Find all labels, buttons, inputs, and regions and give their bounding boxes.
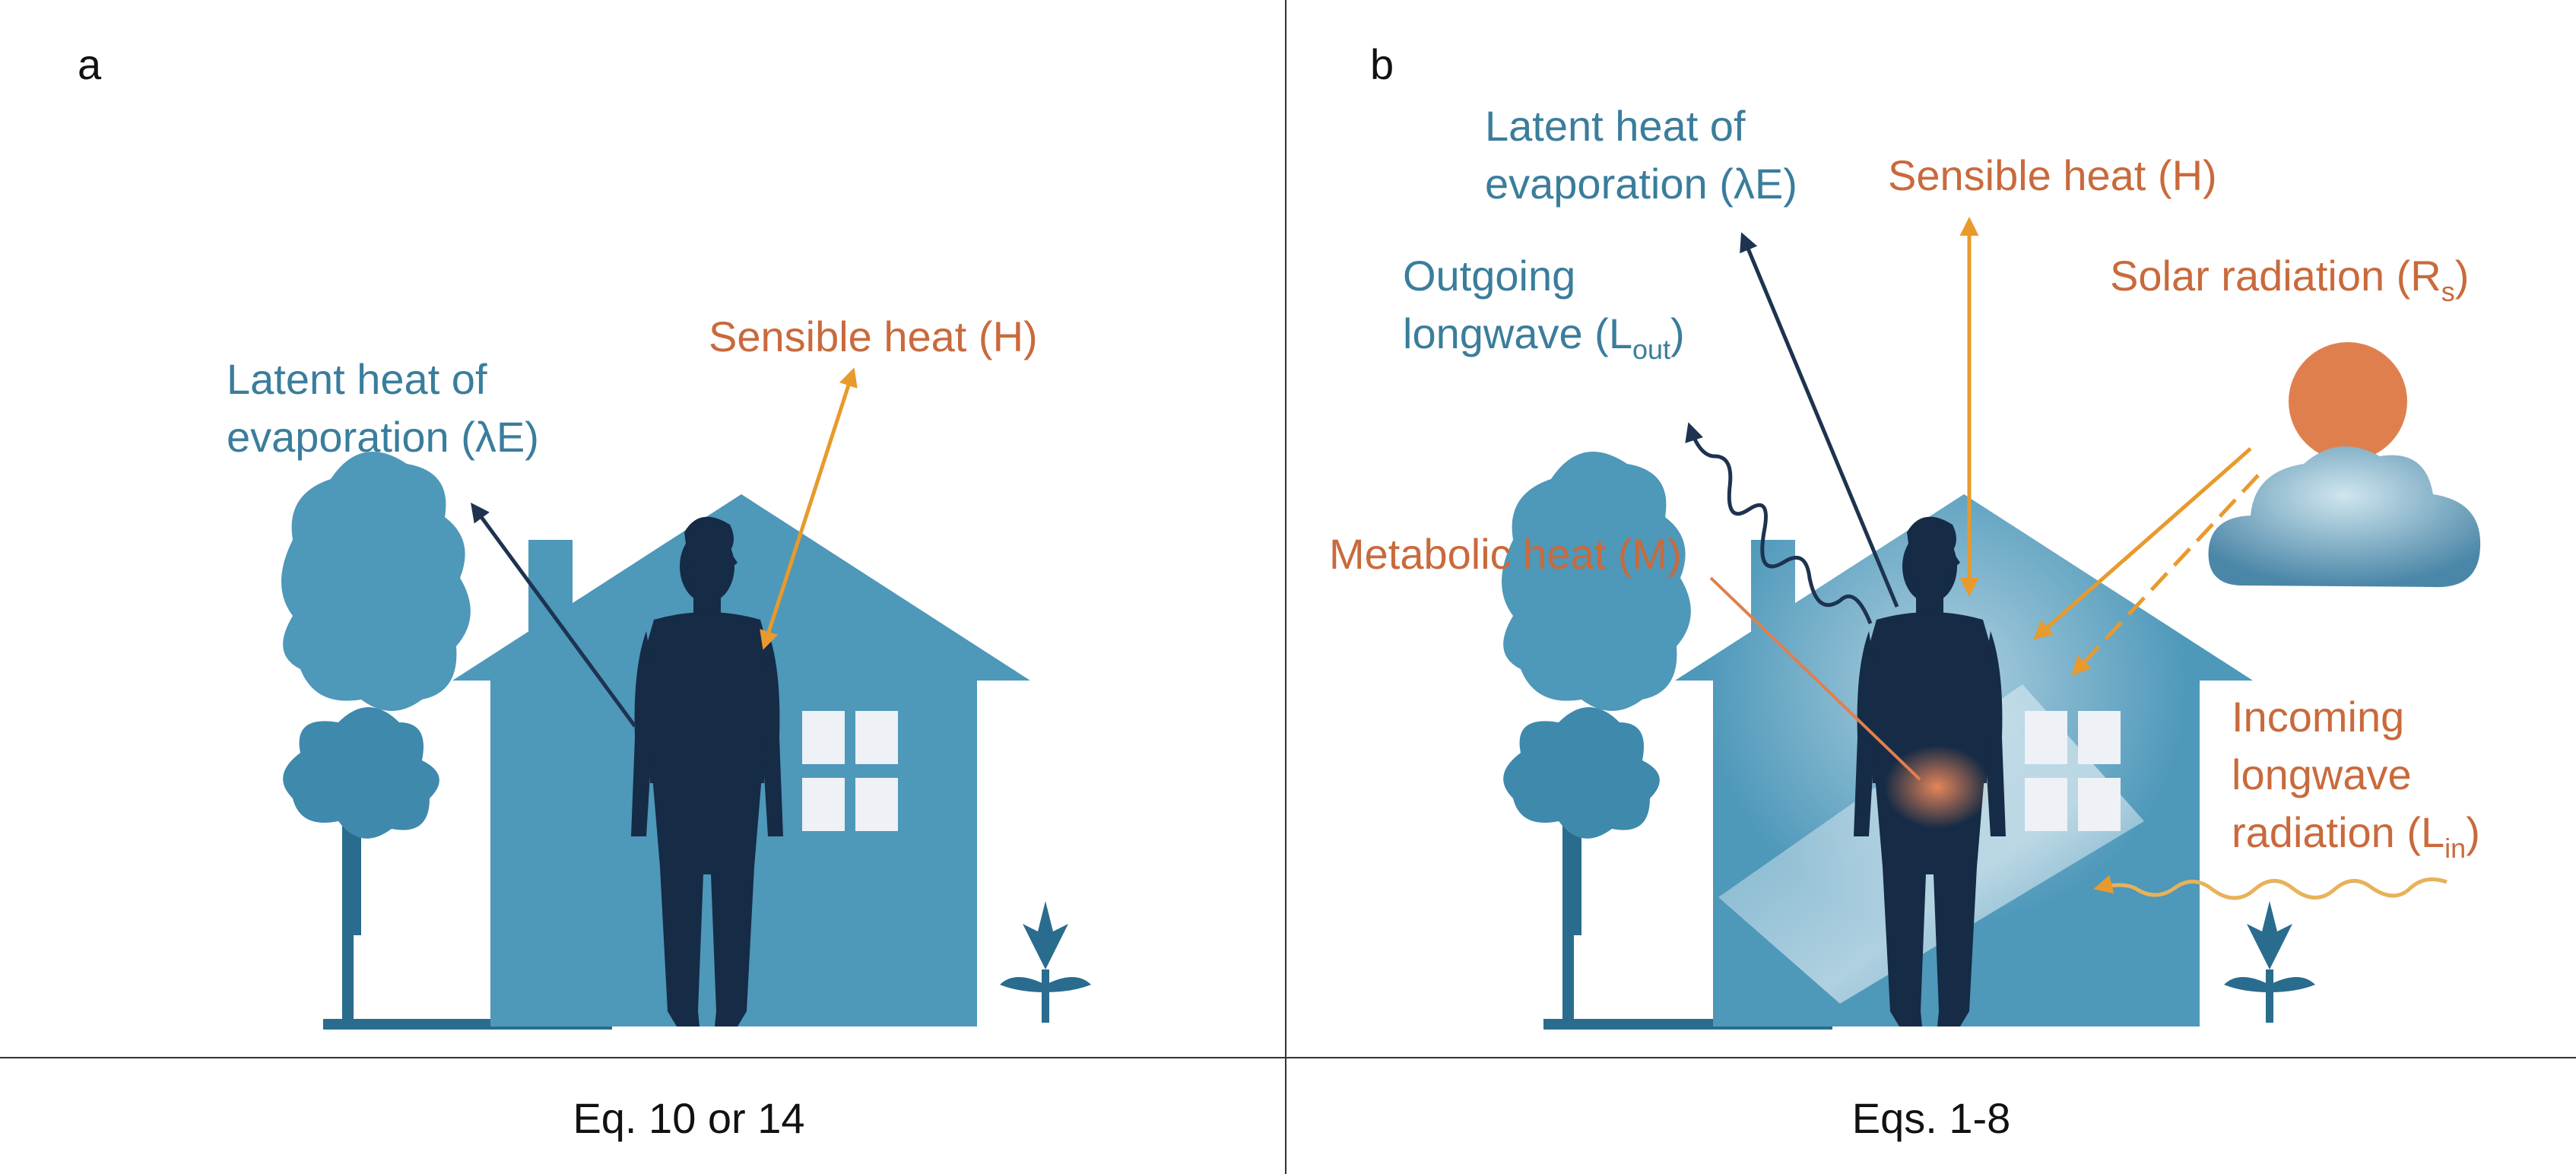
sensible-heat-label: Sensible heat (H) bbox=[1888, 151, 2217, 199]
panel-b-caption: Eqs. 1-8 bbox=[1852, 1094, 2011, 1142]
latent-heat-arrow bbox=[471, 502, 637, 728]
sun-icon bbox=[2289, 342, 2407, 461]
sensible-heat-label: Sensible heat (H) bbox=[709, 313, 1038, 360]
latent-heat-label: Latent heat of evaporation (λE) bbox=[1485, 102, 1797, 208]
outgoing-longwave-label: Outgoing longwave (Lout) bbox=[1403, 252, 1685, 365]
solar-direct-arrow bbox=[2033, 447, 2252, 640]
sensible-heat-arrow bbox=[760, 367, 858, 650]
panel-b: b Latent heat of evaporation (λE) bbox=[1329, 40, 2481, 1142]
panel-a-caption: Eq. 10 or 14 bbox=[573, 1094, 804, 1142]
panel-b-letter: b bbox=[1370, 40, 1394, 88]
solar-diffuse-arrow bbox=[2071, 474, 2260, 676]
cloud-icon bbox=[2208, 446, 2481, 588]
metabolic-heat-label: Metabolic heat (M) bbox=[1329, 530, 1682, 578]
metabolic-heat-pointer bbox=[1709, 576, 1921, 781]
incoming-longwave-label: Incoming longwave radiation (Lin) bbox=[2232, 693, 2480, 864]
latent-heat-arrow bbox=[1740, 232, 1899, 608]
outgoing-longwave-arrow bbox=[1685, 422, 1873, 624]
panel-a-letter: a bbox=[78, 40, 102, 88]
latent-heat-label: Latent heat of evaporation (λE) bbox=[227, 355, 539, 461]
panel-a: a Latent heat of evaporation (λE) Sensib… bbox=[78, 40, 1091, 1142]
solar-radiation-label: Solar radiation (Rs) bbox=[2110, 252, 2469, 307]
plant-icon bbox=[2224, 901, 2315, 1023]
metabolic-heat-glow bbox=[1884, 745, 1991, 829]
incoming-longwave-arrow bbox=[2093, 875, 2448, 900]
plant-icon bbox=[1000, 901, 1091, 1023]
